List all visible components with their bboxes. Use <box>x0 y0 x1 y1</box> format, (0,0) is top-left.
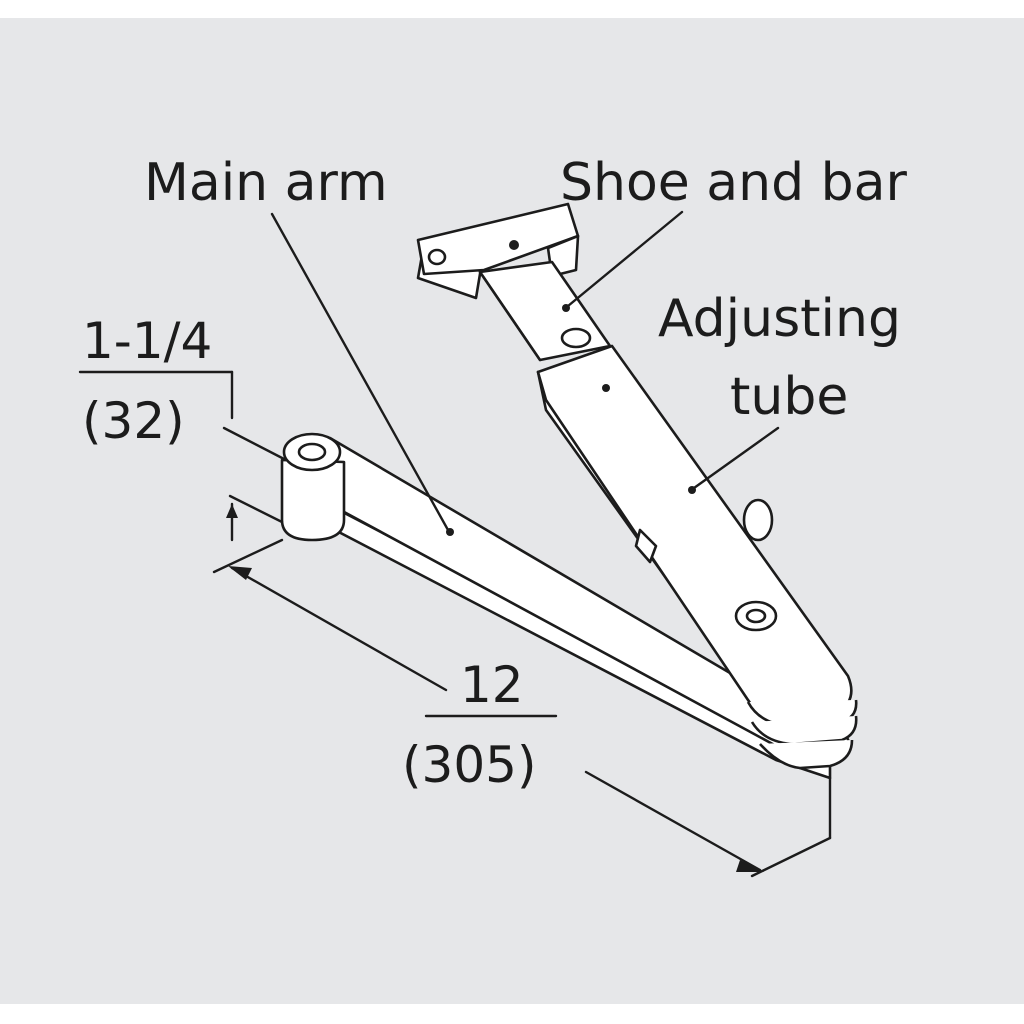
height-imperial-label: 1-1/4 <box>82 312 212 370</box>
height-metric-label: (32) <box>82 392 185 450</box>
shoe-and-bar-leader <box>566 210 684 308</box>
shoe-bracket <box>416 202 580 300</box>
length-metric-label: (305) <box>402 736 536 794</box>
adjusting-tube <box>536 344 858 770</box>
main-arm-leader <box>270 212 450 532</box>
adjusting-tube-label-line2: tube <box>730 367 848 427</box>
adjusting-tube-leader <box>692 426 780 490</box>
length-dimension <box>212 538 832 878</box>
diagram-background <box>0 18 1024 1004</box>
main-arm <box>280 432 852 780</box>
height-dimension <box>78 370 288 542</box>
shoe-and-bar-label: Shoe and bar <box>560 153 908 213</box>
adjusting-tube-label-line1: Adjusting <box>658 289 901 349</box>
main-arm-label: Main arm <box>144 153 388 213</box>
length-imperial-label: 12 <box>460 656 524 714</box>
shoe-bar <box>478 260 612 362</box>
